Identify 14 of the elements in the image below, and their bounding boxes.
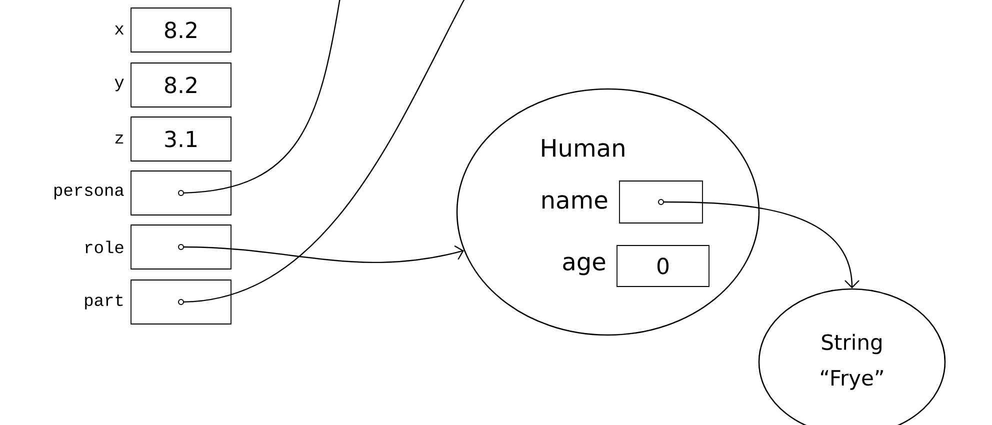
arrow — [663, 201, 860, 288]
variable-name: z — [115, 134, 124, 144]
variable-name: age — [563, 256, 606, 276]
value-box: 8.2 — [130, 62, 232, 108]
variable-name: part — [85, 294, 123, 310]
variable-name: persona — [54, 186, 124, 200]
arrow — [183, 245, 464, 263]
value-box: 3.1 — [130, 116, 232, 162]
value-box: 8.2 — [130, 8, 232, 52]
variable-name: role — [86, 240, 124, 254]
variable-name: x — [115, 26, 124, 34]
variable-name: name — [542, 195, 608, 209]
value-box: 0 — [616, 245, 710, 287]
variable-name: y — [114, 78, 124, 92]
